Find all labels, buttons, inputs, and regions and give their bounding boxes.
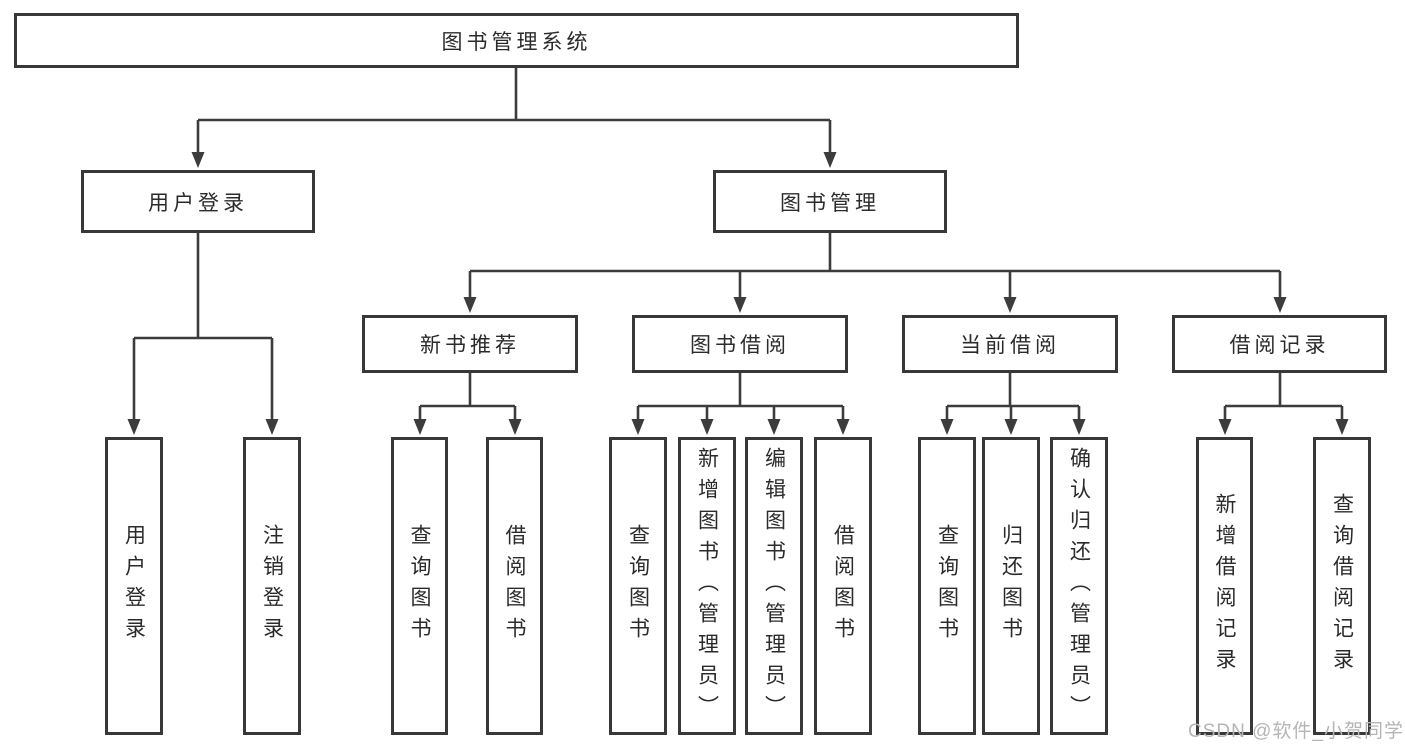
leaf-logout-label: 注销登录 — [260, 524, 284, 648]
leaf-cb-return-books-label: 归还图书 — [999, 524, 1023, 648]
node-book-borrowing: 图书借阅 — [632, 315, 848, 373]
leaf-br-query-borrow-record-label: 查询借阅记录 — [1330, 493, 1354, 679]
node-borrowing-records: 借阅记录 — [1172, 315, 1387, 373]
leaf-bb-edit-books-admin: 编辑图书（管理员） — [745, 437, 803, 735]
leaf-nbr-query-books-label: 查询图书 — [408, 524, 431, 648]
node-new-book-recommend: 新书推荐 — [362, 315, 578, 373]
leaf-nbr-borrow-books: 借阅图书 — [486, 437, 543, 735]
node-root-label: 图书管理系统 — [441, 30, 592, 54]
leaf-user-login-label: 用户登录 — [122, 524, 146, 648]
leaf-bb-query-books: 查询图书 — [609, 437, 667, 735]
node-book-management-label: 图书管理 — [780, 191, 880, 215]
node-user-login-label: 用户登录 — [148, 191, 248, 215]
leaf-bb-add-books-admin-label: 新增图书（管理员） — [695, 446, 719, 726]
leaf-bb-add-books-admin: 新增图书（管理员） — [678, 437, 736, 735]
leaf-nbr-borrow-books-label: 借阅图书 — [503, 524, 526, 648]
node-book-management: 图书管理 — [713, 170, 947, 233]
leaf-cb-confirm-return-admin: 确认归还（管理员） — [1050, 437, 1108, 735]
leaf-bb-borrow-books: 借阅图书 — [814, 437, 872, 735]
leaf-br-query-borrow-record: 查询借阅记录 — [1313, 437, 1371, 735]
node-current-borrowing-label: 当前借阅 — [960, 334, 1060, 357]
leaf-cb-query-books-label: 查询图书 — [935, 524, 959, 648]
connector-paths — [132, 68, 1344, 425]
leaf-bb-borrow-books-label: 借阅图书 — [831, 524, 855, 648]
leaf-cb-return-books: 归还图书 — [982, 437, 1040, 735]
leaf-user-login: 用户登录 — [105, 437, 163, 735]
leaf-br-add-borrow-record: 新增借阅记录 — [1196, 437, 1253, 735]
node-new-book-recommend-label: 新书推荐 — [420, 334, 520, 357]
csdn-watermark: CSDN @软件_小贺同学 — [1188, 721, 1404, 742]
leaf-bb-edit-books-admin-label: 编辑图书（管理员） — [762, 446, 786, 726]
connector-arrowheads — [127, 152, 1349, 435]
leaf-logout: 注销登录 — [243, 437, 301, 735]
node-root-library-management-system: 图书管理系统 — [14, 13, 1019, 68]
leaf-cb-query-books: 查询图书 — [918, 437, 976, 735]
leaf-nbr-query-books: 查询图书 — [391, 437, 448, 735]
node-user-login: 用户登录 — [81, 170, 315, 233]
node-current-borrowing: 当前借阅 — [902, 315, 1118, 373]
leaf-bb-query-books-label: 查询图书 — [626, 524, 650, 648]
leaf-br-add-borrow-record-label: 新增借阅记录 — [1213, 493, 1236, 679]
node-book-borrowing-label: 图书借阅 — [690, 334, 790, 357]
leaf-cb-confirm-return-admin-label: 确认归还（管理员） — [1067, 446, 1091, 726]
node-borrowing-records-label: 借阅记录 — [1229, 334, 1330, 357]
